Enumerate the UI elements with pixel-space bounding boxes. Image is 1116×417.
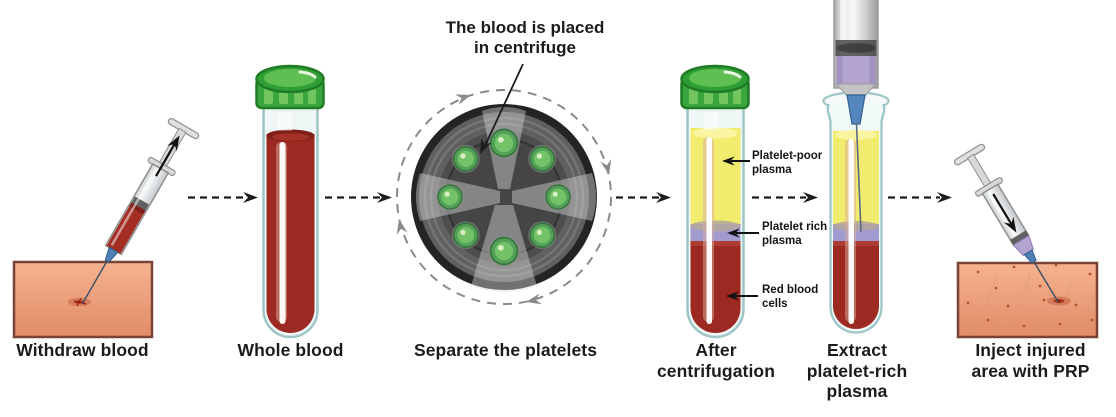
skin-texture-dots [966, 263, 1094, 328]
skin-texture-lines [967, 271, 1095, 336]
label-red-blood-cells: Red blood cells [762, 284, 819, 311]
platelet-poor-plasma-layer [690, 128, 741, 225]
extract-syringe-icon [833, 0, 879, 233]
caption-withdraw-blood: Withdraw blood [16, 340, 149, 360]
extract-tube-icon [822, 91, 890, 334]
whole-blood-tube-icon [255, 64, 325, 339]
caption-whole-blood: Whole blood [237, 340, 344, 360]
layer-label-arrows [722, 156, 759, 301]
flow-arrow-5 [888, 192, 952, 203]
flow-arrow-1 [188, 192, 258, 203]
after-centrifugation-tube-icon [680, 64, 750, 339]
flow-arrow-3 [616, 192, 671, 203]
red-blood-cells-layer [690, 241, 741, 333]
caption-extract-prp: Extract platelet-rich plasma [806, 340, 908, 402]
flow-arrow-4 [752, 192, 818, 203]
needle [1033, 261, 1059, 303]
tube-cap-icon [680, 64, 750, 110]
caption-after-centrifugation: After centrifugation [656, 340, 776, 381]
inject-skin-illustration [956, 261, 1099, 339]
caption-inject-prp: Inject injured area with PRP [971, 340, 1090, 381]
centrifuge-icon [393, 89, 615, 308]
caption-separate-platelets: Separate the platelets [413, 340, 598, 360]
rotation-dashed-circle [396, 89, 612, 305]
withdraw-skin-illustration [12, 260, 154, 339]
tube-cap-icon [255, 64, 325, 110]
label-platelet-rich-plasma: Platelet rich plasma [762, 221, 828, 248]
centrifuge-annotation: The blood is placed in centrifuge [445, 18, 605, 58]
withdraw-syringe-icon [81, 117, 200, 304]
needle [855, 123, 862, 233]
annotation-pointer-arrow [475, 63, 524, 157]
flow-arrow-2 [325, 192, 392, 203]
needle [81, 260, 108, 304]
label-platelet-poor-plasma: Platelet-poor plasma [752, 150, 823, 177]
inject-syringe-icon [953, 143, 1059, 303]
